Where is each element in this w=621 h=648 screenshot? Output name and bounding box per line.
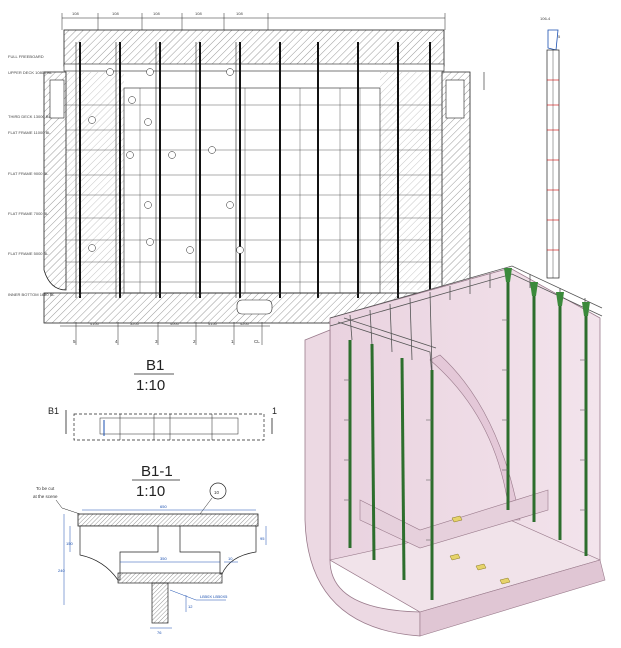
level-label-flat-5000: FLAT FRAME 5000 BL [8, 251, 49, 256]
iso-floor-edge [419, 559, 606, 637]
dim-plate-t: 10 [228, 556, 233, 561]
frame-label-2: 2 [193, 339, 196, 344]
dim-right-h: 95 [260, 536, 265, 541]
frame-label-4: 4 [115, 339, 118, 344]
right-wall-opening [445, 79, 465, 119]
section-note-line1: To be cut [36, 486, 55, 491]
top-dim-3: 108 [153, 11, 160, 16]
side-view-ticks [547, 79, 559, 251]
iso-floor-plates [449, 515, 511, 585]
level-label-flat-9000: FLAT FRAME 9000 BL [8, 171, 49, 176]
isometric-model [304, 265, 606, 637]
section-b1-plate [73, 413, 265, 441]
section-b1: B1 1:10 B1 1 [48, 357, 277, 441]
frame-label-1: 1 [231, 339, 234, 344]
section-b1-1: B1-1 1:10 To be cut at the scene 10 [33, 463, 267, 635]
bottom-dim-4: 4150 [208, 321, 218, 326]
third-deck-strip [63, 63, 445, 72]
bottom-dim-3: 4000 [170, 321, 180, 326]
left-side-wall [43, 71, 67, 291]
top-dimension-chain [61, 13, 446, 30]
item-number: 10 [214, 490, 220, 495]
section-b1-left-label: B1 [48, 406, 59, 416]
level-label-flat-7000: FLAT FRAME 7000 BL [8, 211, 49, 216]
bottom-dim-2: 3200 [130, 321, 140, 326]
dim-left-total: 240 [58, 568, 65, 573]
section-left-web [79, 525, 159, 581]
top-dim-1: 108 [72, 11, 79, 16]
vertical-stanchions [79, 42, 431, 298]
level-label-third-deck: THIRD DECK 13000 BL [8, 114, 51, 119]
stanchion-companions [75, 42, 237, 298]
main-elevation: 108 108 108 108 108 [8, 11, 485, 345]
dim-stub: 76 [157, 630, 162, 635]
left-wall-opening [49, 79, 65, 119]
side-view-marker: 5 [558, 34, 561, 39]
bottom-dimension-chain [60, 322, 270, 345]
dim-flange-h: 12 [188, 604, 193, 609]
dim-top-plate: 650 [160, 504, 167, 509]
section-flange [117, 572, 223, 584]
bottom-dim-5: 4200 [240, 321, 250, 326]
section-note-line2: at the scene [33, 494, 58, 499]
side-view-top-bracket [547, 29, 559, 51]
section-b1-1-scale: 1:10 [136, 483, 165, 500]
dim-left-h: 150 [66, 541, 73, 546]
dim-web-span: 350 [160, 556, 167, 561]
level-label-full-freeboard: FULL FREEBOARD [8, 54, 44, 59]
level-label-upper-deck: UPPER DECK 10800 BL [8, 70, 53, 75]
top-dim-5: 108 [236, 11, 243, 16]
section-dimension-lines [63, 509, 267, 629]
bottom-dim-1: 4100 [90, 321, 100, 326]
item-number-leader [199, 497, 213, 515]
iso-column-tops [504, 268, 590, 316]
iso-green-columns [348, 272, 588, 600]
section-b1-right-label: 1 [272, 406, 277, 416]
top-dim-2: 108 [112, 11, 119, 16]
level-label-inner-bottom: INNER BOTTOM 1650 BL [8, 292, 55, 297]
level-label-flat-11000: FLAT FRAME 11000 BL [8, 130, 51, 135]
section-b1-title: B1 [146, 357, 164, 374]
section-top-plate [77, 513, 259, 527]
bottom-manhole [236, 299, 273, 315]
section-right-web [179, 525, 257, 575]
side-view-label: 106-4 [540, 16, 551, 21]
left-interior-hatch [66, 72, 124, 290]
item-number-circle [209, 482, 227, 500]
top-dim-4: 108 [195, 11, 202, 16]
frame-label-cl: CL [254, 339, 260, 344]
section-t-stem [151, 582, 169, 624]
frame-label-3: 3 [155, 339, 158, 344]
frame-label-5: 5 [73, 339, 76, 344]
iso-top-truss [329, 265, 603, 379]
dim-note: LB50X LB50X5 [200, 594, 228, 599]
iso-column-brackets [344, 319, 586, 541]
grid-lines [66, 88, 442, 293]
iso-base-step [359, 489, 549, 549]
section-note-leader [55, 499, 81, 515]
side-view: 106-4 5 [540, 16, 561, 279]
interior-grid-area [123, 87, 381, 294]
section-b1-scale: 1:10 [136, 377, 165, 394]
section-b1-1-title: B1-1 [141, 463, 173, 480]
item-callouts [88, 68, 244, 254]
section-b1-inner [99, 417, 239, 435]
right-interior-hatch [380, 72, 442, 290]
